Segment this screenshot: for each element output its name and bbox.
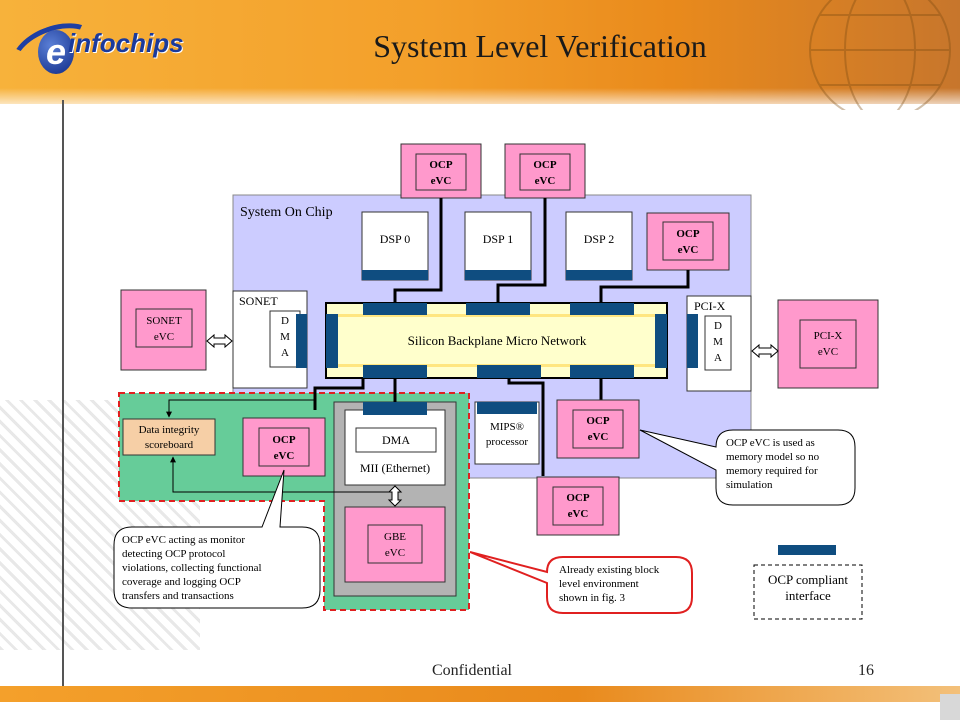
callout-memory-line4: simulation: [726, 479, 773, 491]
pcix-evc-line2: eVC: [818, 346, 838, 358]
dsp-1-interface: [465, 270, 531, 280]
pcix-dma-a: A: [714, 352, 722, 364]
backplane-stripe-top: [336, 314, 657, 317]
callout-existing-line3: shown in fig. 3: [559, 592, 626, 604]
footer-confidential: Confidential: [432, 662, 512, 679]
dsp-0-box: [361, 211, 429, 281]
top-connectors: [393, 198, 690, 305]
sonet-double-arrow: [206, 333, 233, 349]
mips-interface: [477, 402, 537, 414]
pcix-label: PCI-X: [694, 299, 726, 313]
callout-monitor-line3: violations, collecting functional: [122, 562, 262, 574]
dma-label: DMA: [382, 433, 410, 447]
mii-label: MII (Ethernet): [360, 461, 430, 475]
mips-line1: MIPS®: [490, 421, 524, 433]
footer-bar: [0, 686, 960, 702]
mii-gbe-double-arrow: [387, 485, 403, 507]
dsp-2-interface: [566, 270, 632, 280]
header-fade: [0, 88, 960, 112]
callout-memory-bubble: [639, 429, 856, 506]
pcix-evc-line1: PCI-X: [814, 330, 843, 342]
logo-wordmark: infochips: [68, 28, 184, 58]
callout-existing-line1: Already existing block: [559, 564, 660, 576]
dsp-2-label: DSP 2: [584, 232, 615, 246]
ocp-evc-mips-line1: OCP: [566, 492, 590, 504]
dsp-1-box: [464, 211, 532, 281]
pcix-dma-m: M: [713, 336, 723, 348]
backplane-label: Silicon Backplane Micro Network: [408, 333, 587, 348]
sonet-label: SONET: [239, 294, 278, 308]
ocp-evc-top-2-line2: eVC: [535, 175, 556, 187]
sonet-dma-a: A: [281, 347, 289, 359]
footer-corner-block: [940, 694, 960, 720]
legend-box: [753, 564, 863, 620]
pcix-dma-d: D: [714, 320, 722, 332]
pcix-dma-box: [704, 315, 732, 371]
callout-existing-bubble: [469, 551, 693, 614]
scoreboard-line2: scoreboard: [145, 439, 194, 451]
ocp-evc-monitor-inner: [258, 427, 310, 467]
legend-line2: interface: [785, 588, 831, 603]
dma-box: [355, 427, 437, 453]
scoreboard-box: [122, 418, 216, 456]
callout-memory-line2: memory model so no: [726, 451, 820, 463]
company-logo: e infochips: [3, 8, 210, 94]
ocp-evc-dsp-side-line2: eVC: [678, 244, 699, 256]
ocp-evc-mips-line2: eVC: [568, 508, 589, 520]
page-number: 16: [858, 662, 874, 679]
soc-label: System On Chip: [240, 205, 333, 220]
ocp-evc-memory-inner: [572, 409, 624, 449]
callout-monitor-line5: transfers and transactions: [122, 590, 234, 602]
gbe-evc-inner: [367, 524, 423, 564]
ocp-evc-memory-line1: OCP: [586, 415, 610, 427]
sonet-dma-d: D: [281, 315, 289, 327]
callout-memory-line1: OCP eVC is used as: [726, 437, 815, 449]
existing-env-outline: [118, 392, 470, 611]
mii-interface: [363, 402, 427, 415]
logo-e-icon: e: [38, 30, 74, 74]
ocp-evc-top-1-line1: OCP: [429, 159, 453, 171]
legend-line1: OCP compliant: [768, 572, 848, 587]
ocp-evc-monitor-line1: OCP: [272, 434, 296, 446]
globe-decoration: [809, 0, 951, 110]
callout-existing-line2: level environment: [559, 578, 639, 590]
header-band: [0, 0, 960, 104]
ocp-evc-top-1-inner: [415, 153, 467, 191]
ocp-evc-memory-line2: eVC: [588, 431, 609, 443]
callout-monitor-bubble: [113, 469, 321, 609]
ocp-evc-monitor-line2: eVC: [274, 450, 295, 462]
pcix-double-arrow: [751, 343, 779, 359]
scoreboard-line1: Data integrity: [139, 424, 200, 436]
ocp-evc-top-2-line1: OCP: [533, 159, 557, 171]
callout-memory-line3: memory required for: [726, 465, 818, 477]
ocp-evc-dsp-side-inner: [662, 221, 714, 261]
slide-title: System Level Verification: [373, 28, 707, 64]
gbe-evc-line1: GBE: [384, 531, 406, 543]
ocp-evc-dsp-side-line1: OCP: [676, 228, 700, 240]
callout-monitor-line4: coverage and logging OCP: [122, 576, 241, 588]
dsp-1-label: DSP 1: [483, 232, 514, 246]
sonet-dma-m: M: [280, 331, 290, 343]
sonet-evc-line2: eVC: [154, 331, 174, 343]
ocp-evc-mips-inner: [552, 486, 604, 526]
dsp-0-interface: [362, 270, 428, 280]
pcix-evc-inner: [799, 319, 857, 369]
ocp-evc-top-2-inner: [519, 153, 571, 191]
sonet-evc-inner: [135, 308, 193, 348]
callout-monitor-line1: OCP eVC acting as monitor: [122, 534, 245, 546]
gbe-evc-line2: eVC: [385, 547, 405, 559]
sonet-evc-line1: SONET: [146, 315, 182, 327]
ocp-evc-top-1-line2: eVC: [431, 175, 452, 187]
mips-line2: processor: [486, 436, 528, 448]
callout-monitor-line2: detecting OCP protocol: [122, 548, 225, 560]
bottom-connectors: [313, 378, 603, 476]
left-vertical-rule: [62, 100, 64, 690]
dsp-2-box: [565, 211, 633, 281]
backplane-interfaces: [296, 303, 698, 378]
dsp-0-label: DSP 0: [380, 232, 411, 246]
legend-swatch: [778, 545, 836, 555]
